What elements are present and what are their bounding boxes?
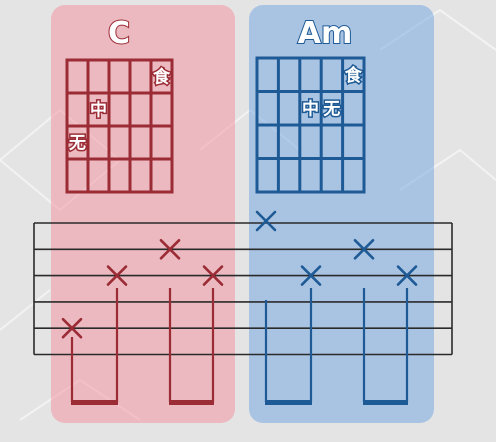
tab-note-x bbox=[353, 239, 375, 260]
tab-staff bbox=[33, 222, 453, 356]
tab-note-x bbox=[106, 265, 128, 286]
rhythm-beam bbox=[363, 400, 408, 405]
rhythm-beam bbox=[265, 400, 312, 405]
finger-label: 食 bbox=[153, 67, 171, 88]
chord-name-am: Am bbox=[297, 15, 353, 52]
chord-diagram-am: 食中无 bbox=[255, 56, 366, 194]
tab-note-x bbox=[300, 265, 322, 286]
tab-note-x bbox=[159, 239, 181, 260]
rhythm-beam bbox=[169, 400, 214, 405]
tab-note-x bbox=[202, 265, 224, 286]
tab-note-x bbox=[61, 317, 83, 339]
tab-note-x bbox=[396, 265, 418, 286]
chord-diagram-c: 食中无 bbox=[65, 58, 174, 194]
tab-notes bbox=[61, 210, 418, 405]
rhythm-beam bbox=[71, 400, 118, 405]
chord-panel-c bbox=[51, 5, 235, 423]
finger-label: 中 bbox=[90, 100, 107, 121]
finger-label: 无 bbox=[322, 99, 340, 119]
chord-name-c: C bbox=[107, 15, 131, 52]
finger-label: 中 bbox=[302, 98, 319, 119]
finger-label: 食 bbox=[345, 65, 363, 86]
finger-label: 无 bbox=[68, 134, 86, 154]
tab-note-x bbox=[255, 210, 277, 232]
